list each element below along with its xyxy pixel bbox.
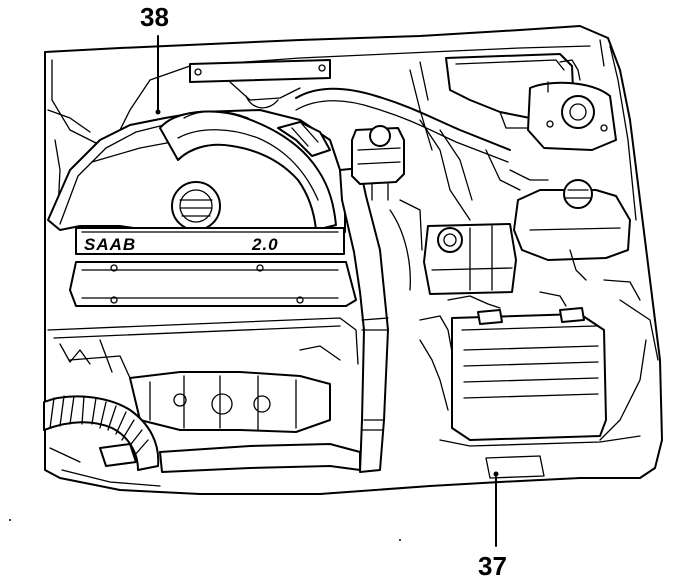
callout-38: 38 bbox=[140, 2, 169, 32]
engine-displacement-label: 2.0 bbox=[251, 235, 279, 254]
strut-tower bbox=[527, 81, 617, 151]
engine-brand-label: SAAB bbox=[84, 235, 136, 254]
leader-lines bbox=[155, 35, 499, 547]
lower-pipe bbox=[49, 443, 361, 487]
battery-tray bbox=[439, 279, 659, 479]
air-intake-duct bbox=[159, 110, 337, 231]
oil-filler-cap bbox=[171, 181, 221, 231]
engine-name-plate: SAAB 2.0 bbox=[75, 227, 345, 255]
engine-block bbox=[47, 317, 359, 433]
brake-fluid-reservoir bbox=[351, 125, 405, 201]
relay-and-wiring bbox=[389, 119, 549, 295]
cylinder-head-cover bbox=[69, 261, 357, 307]
upper-tubes bbox=[295, 61, 511, 163]
callout-37: 37 bbox=[478, 551, 507, 581]
body-outline bbox=[44, 25, 663, 495]
vertical-coolant-pipe bbox=[339, 167, 389, 473]
coolant-expansion-tank bbox=[513, 179, 631, 281]
ribbed-intake-hose bbox=[43, 395, 160, 471]
battery bbox=[419, 291, 607, 441]
top-brackets bbox=[189, 59, 331, 109]
